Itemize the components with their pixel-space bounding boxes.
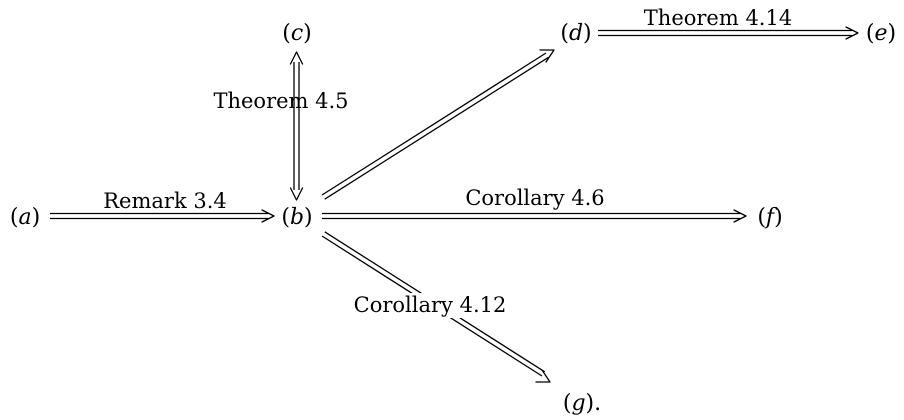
arrow-b-to-f [322, 209, 747, 223]
edge-label-b-f: Corollary 4.6 [465, 186, 604, 210]
node-a-letter: a [18, 205, 31, 230]
node-c: (c) [282, 21, 312, 46]
node-g-letter: g [571, 391, 585, 416]
node-c-letter: c [291, 21, 303, 46]
label-theorem-4-14: Theorem 4.14 [644, 6, 792, 30]
node-f: (f) [757, 205, 782, 230]
edge-label-b-c: Theorem 4.5 [213, 89, 348, 113]
label-background [352, 293, 508, 318]
node-b-letter: b [290, 205, 304, 230]
node-d-letter: d [569, 21, 583, 46]
node-e: (e) [866, 21, 896, 46]
node-e-letter: e [874, 21, 887, 46]
edge-label-b-g: Corollary 4.12 [354, 293, 507, 317]
label-corollary-4-12: Corollary 4.12 [352, 293, 508, 318]
arrow-a-to-b [50, 209, 275, 223]
label-theorem-4-5: Theorem 4.5 [213, 89, 348, 113]
edge-label-a-b: Remark 3.4 [103, 189, 227, 213]
arrow-b-to-d [321, 49, 555, 200]
node-a: (a) [10, 205, 40, 230]
label-corollary-4-6: Corollary 4.6 [465, 186, 604, 210]
arrow-d-to-e [598, 26, 859, 40]
arrow-b-c-bidirectional [289, 51, 304, 201]
node-g: (g). [563, 391, 601, 416]
edge-label-d-e: Theorem 4.14 [644, 6, 792, 30]
label-remark-3-4: Remark 3.4 [103, 189, 227, 213]
node-b: (b) [281, 205, 312, 230]
node-d: (d) [560, 21, 591, 46]
